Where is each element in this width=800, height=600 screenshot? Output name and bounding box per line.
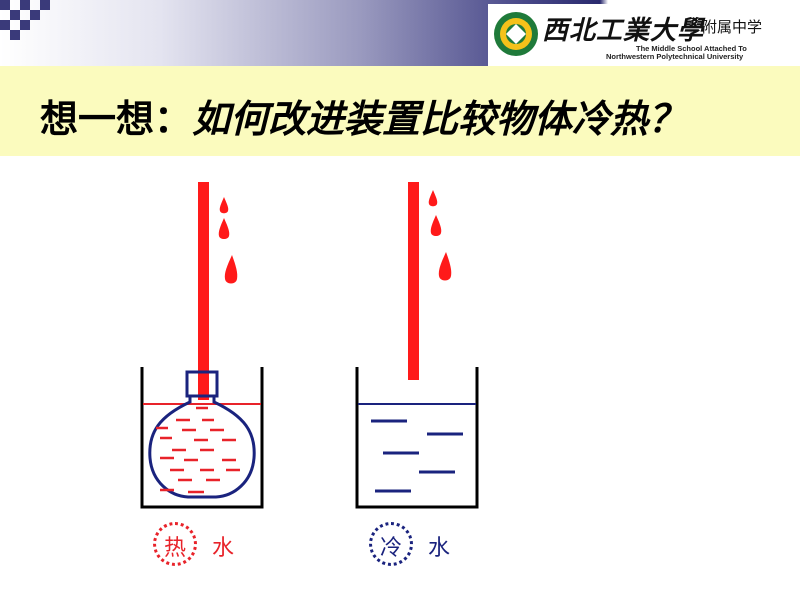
flask-body bbox=[148, 394, 256, 499]
hot-label-char: 热 bbox=[164, 536, 187, 561]
page-title: 想一想：如何改进装置比较物体冷热？ bbox=[40, 88, 686, 143]
left-drop-3 bbox=[224, 255, 238, 284]
right-beaker bbox=[355, 367, 479, 509]
right-liquid-tube bbox=[408, 182, 419, 380]
hot-water-label: 水 bbox=[212, 536, 235, 561]
left-liquid-tube bbox=[198, 182, 209, 400]
right-drop-3 bbox=[438, 252, 452, 281]
cold-label-char: 冷 bbox=[380, 536, 403, 561]
school-name-en-line2: Northwestern Polytechnical University bbox=[606, 52, 744, 61]
left-drop-1 bbox=[219, 197, 229, 214]
cold-water-dashes bbox=[371, 419, 463, 493]
title-question: 如何改进装置比较物体冷热？ bbox=[192, 97, 687, 141]
title-prefix: 想一想： bbox=[40, 97, 193, 141]
school-logo-block: 西北工業大學 附属中学 The Middle School Attached T… bbox=[488, 4, 800, 66]
hot-water-dashes bbox=[156, 406, 240, 494]
school-name-en-line1: The Middle School Attached To bbox=[636, 44, 747, 53]
right-drop-1 bbox=[428, 190, 438, 207]
cold-label-circle bbox=[369, 522, 413, 566]
cold-water-label: 水 bbox=[428, 536, 451, 561]
checker-pattern bbox=[0, 0, 64, 44]
hot-label-circle bbox=[153, 522, 197, 566]
right-drop-2 bbox=[430, 215, 442, 236]
affiliation-cn: 附属中学 bbox=[702, 18, 763, 36]
left-drop-2 bbox=[218, 218, 230, 239]
left-beaker bbox=[140, 367, 264, 509]
school-emblem-icon bbox=[494, 12, 538, 56]
school-name-cn: 西北工業大學 bbox=[542, 16, 705, 46]
title-band bbox=[0, 66, 800, 156]
